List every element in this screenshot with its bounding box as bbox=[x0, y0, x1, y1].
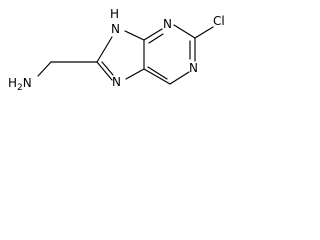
nh-n-label: N bbox=[111, 22, 120, 36]
chloro-label: Cl bbox=[213, 14, 225, 28]
bond-n7-c8 bbox=[96, 61, 113, 81]
bond-c5-n7 bbox=[125, 68, 145, 80]
bond-c6-c5 bbox=[143, 68, 171, 85]
pyrimidine-n-bottom-label: N bbox=[189, 61, 198, 75]
bond-n1-c6 bbox=[169, 71, 190, 85]
bond-ch2-nh2 bbox=[37, 61, 52, 77]
bond-n9-c4 bbox=[124, 30, 145, 41]
imidazole-n-label: N bbox=[112, 75, 121, 89]
bond-c8-n9 bbox=[96, 36, 113, 63]
bond-c4-n3 bbox=[143, 28, 163, 41]
amine-subscript: 2 bbox=[17, 83, 23, 93]
amine-n: N bbox=[23, 76, 32, 90]
nh-h-label: H bbox=[110, 7, 119, 21]
bond-layer bbox=[37, 24, 214, 85]
bond-c2-cl bbox=[194, 26, 214, 39]
atom-label-layer: H2N H N N N N Cl bbox=[8, 7, 225, 93]
structure-diagram: H2N H N N N N Cl bbox=[8, 7, 225, 93]
bond-c4-n3-double bbox=[148, 33, 164, 44]
bond-n3-c2 bbox=[173, 24, 196, 39]
molecule-canvas: H2N H N N N N Cl bbox=[0, 0, 258, 97]
bond-c6-c5-double bbox=[147, 66, 168, 80]
amine-h: H bbox=[8, 76, 17, 90]
pyrimidine-n-top-label: N bbox=[163, 17, 172, 31]
bond-n7-c8-double bbox=[101, 61, 114, 76]
amine-label: H2N bbox=[8, 76, 32, 93]
